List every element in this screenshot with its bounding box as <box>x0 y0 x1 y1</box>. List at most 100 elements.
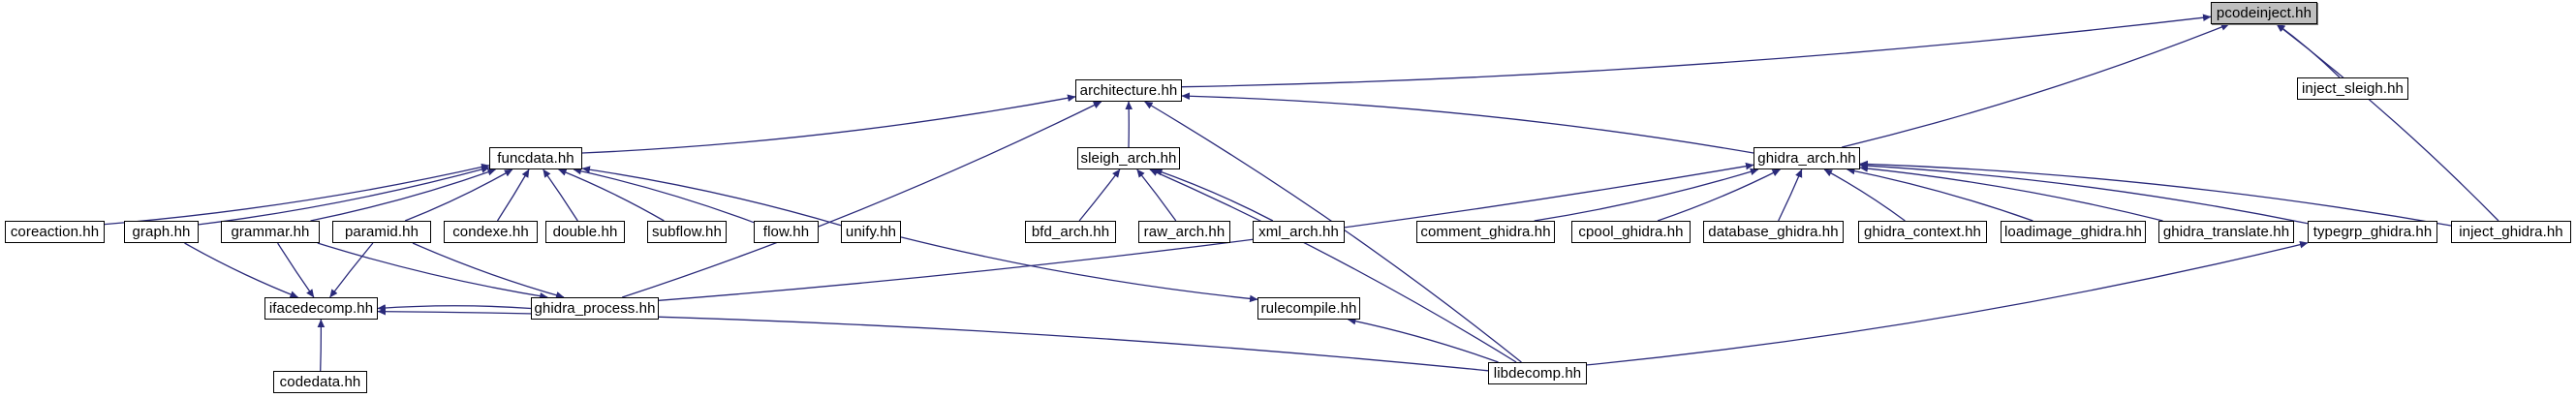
graph-edge-ghidra_arch-to-pcodeinject <box>1842 23 2230 148</box>
graph-node-ghidra_context[interactable]: ghidra_context.hh <box>1858 221 1987 243</box>
graph-node-codedata[interactable]: codedata.hh <box>273 371 367 393</box>
graph-edge-libdecomp-to-rulecompile <box>1348 317 1499 363</box>
graph-node-label: architecture.hh <box>1079 82 1178 99</box>
graph-edge-grammar-to-ghidra_process <box>317 242 548 300</box>
graph-node-loadimage_ghidra[interactable]: loadimage_ghidra.hh <box>2001 221 2146 243</box>
graph-node-unify[interactable]: unify.hh <box>841 221 901 243</box>
graph-node-label: double.hh <box>552 224 618 240</box>
graph-edge-flow-to-funcdata <box>573 168 755 224</box>
graph-edge-architecture-to-pcodeinject <box>1181 14 2212 88</box>
graph-edge-raw_arch-to-sleigh_arch <box>1136 168 1177 222</box>
graph-node-label: condexe.hh <box>452 224 529 240</box>
graph-node-grammar[interactable]: grammar.hh <box>221 221 320 243</box>
graph-node-pcodeinject[interactable]: pcodeinject.hh <box>2211 2 2317 24</box>
graph-node-label: subflow.hh <box>652 224 722 240</box>
graph-edge-coreaction-to-funcdata <box>104 163 490 226</box>
graph-node-label: ifacedecomp.hh <box>268 300 374 317</box>
graph-node-graph[interactable]: graph.hh <box>124 221 199 243</box>
graph-edge-grammar-to-ifacedecomp <box>277 242 315 298</box>
graph-edge-subflow-to-funcdata <box>558 168 665 222</box>
graph-node-double[interactable]: double.hh <box>545 221 625 243</box>
graph-node-label: inject_sleigh.hh <box>2301 80 2404 97</box>
graph-edge-inject_ghidra-to-ghidra_arch <box>1859 160 2452 227</box>
graph-node-coreaction[interactable]: coreaction.hh <box>5 221 105 243</box>
graph-node-funcdata[interactable]: funcdata.hh <box>489 147 582 169</box>
graph-edge-paramid-to-ghidra_process <box>412 242 565 299</box>
graph-node-xml_arch[interactable]: xml_arch.hh <box>1253 221 1345 243</box>
graph-node-label: graph.hh <box>132 224 191 240</box>
graph-edge-double-to-funcdata <box>543 168 578 222</box>
graph-edge-typegrp_ghidra-to-ghidra_arch <box>1859 162 2309 225</box>
graph-edge-unify-to-rulecompile <box>900 236 1258 303</box>
graph-edge-libdecomp-to-ifacedecomp <box>377 307 1489 372</box>
graph-node-libdecomp[interactable]: libdecomp.hh <box>1488 362 1587 384</box>
graph-node-label: comment_ghidra.hh <box>1420 224 1551 240</box>
graph-edge-loadimage_ghidra-to-ghidra_arch <box>1847 167 2033 222</box>
graph-node-paramid[interactable]: paramid.hh <box>332 221 431 243</box>
graph-edge-grammar-to-funcdata <box>310 168 496 222</box>
graph-node-label: paramid.hh <box>344 224 419 240</box>
graph-node-inject_sleigh[interactable]: inject_sleigh.hh <box>2297 77 2408 100</box>
graph-node-label: bfd_arch.hh <box>1031 224 1110 240</box>
graph-node-label: loadimage_ghidra.hh <box>2003 224 2142 240</box>
graph-node-label: ghidra_process.hh <box>534 300 656 317</box>
graph-node-label: xml_arch.hh <box>1258 224 1339 240</box>
graph-edge-graph-to-ifacedecomp <box>184 242 298 298</box>
graph-node-ghidra_process[interactable]: ghidra_process.hh <box>531 297 659 320</box>
graph-node-label: raw_arch.hh <box>1143 224 1226 240</box>
graph-node-label: coreaction.hh <box>10 224 100 240</box>
graph-edge-graph-to-funcdata <box>198 166 490 226</box>
graph-node-label: sleigh_arch.hh <box>1080 150 1177 167</box>
graph-node-bfd_arch[interactable]: bfd_arch.hh <box>1025 221 1116 243</box>
graph-edge-funcdata-to-architecture <box>581 94 1076 154</box>
graph-node-label: ghidra_translate.hh <box>2162 224 2290 240</box>
graph-node-rulecompile[interactable]: rulecompile.hh <box>1257 297 1360 320</box>
graph-node-label: inject_ghidra.hh <box>2459 224 2563 240</box>
graph-node-subflow[interactable]: subflow.hh <box>647 221 727 243</box>
graph-node-sleigh_arch[interactable]: sleigh_arch.hh <box>1077 147 1180 169</box>
graph-edge-paramid-to-funcdata <box>404 168 513 222</box>
graph-node-label: ghidra_context.hh <box>1864 224 1981 240</box>
graph-node-label: funcdata.hh <box>497 150 574 167</box>
graph-node-label: cpool_ghidra.hh <box>1578 224 1684 240</box>
graph-edge-cpool_ghidra-to-ghidra_arch <box>1657 168 1781 222</box>
graph-edge-database_ghidra-to-ghidra_arch <box>1778 168 1803 222</box>
graph-node-condexe[interactable]: condexe.hh <box>444 221 538 243</box>
graph-node-inject_ghidra[interactable]: inject_ghidra.hh <box>2451 221 2571 243</box>
graph-edge-unify-to-funcdata <box>581 166 842 227</box>
graph-node-comment_ghidra[interactable]: comment_ghidra.hh <box>1416 221 1555 243</box>
graph-edge-ghidra_process-to-ifacedecomp <box>377 304 532 312</box>
graph-edge-ghidra_process-to-architecture <box>621 101 1102 298</box>
graph-edge-condexe-to-funcdata <box>496 168 530 222</box>
graph-node-flow[interactable]: flow.hh <box>754 221 819 243</box>
graph-node-label: typegrp_ghidra.hh <box>2312 224 2433 240</box>
graph-node-database_ghidra[interactable]: database_ghidra.hh <box>1703 221 1844 243</box>
graph-node-label: libdecomp.hh <box>1493 365 1582 382</box>
graph-edge-ghidra_process-to-ghidra_arch <box>658 162 1754 301</box>
graph-node-label: pcodeinject.hh <box>2216 5 2312 21</box>
graph-node-label: unify.hh <box>845 224 897 240</box>
graph-node-ghidra_translate[interactable]: ghidra_translate.hh <box>2158 221 2294 243</box>
graph-edge-paramid-to-ifacedecomp <box>329 242 374 298</box>
graph-edge-libdecomp-to-typegrp_ghidra <box>1586 240 2309 366</box>
graph-node-typegrp_ghidra[interactable]: typegrp_ghidra.hh <box>2308 221 2437 243</box>
graph-edge-ghidra_translate-to-ghidra_arch <box>1859 165 2163 222</box>
graph-edge-bfd_arch-to-sleigh_arch <box>1078 168 1121 222</box>
graph-edge-ghidra_arch-to-architecture <box>1181 92 1754 154</box>
graph-node-ifacedecomp[interactable]: ifacedecomp.hh <box>264 297 378 320</box>
graph-edge-xml_arch-to-sleigh_arch <box>1154 168 1274 222</box>
graph-node-raw_arch[interactable]: raw_arch.hh <box>1138 221 1230 243</box>
graph-edge-inject_ghidra-to-pcodeinject <box>2276 23 2499 222</box>
graph-node-architecture[interactable]: architecture.hh <box>1075 79 1182 102</box>
graph-edge-codedata-to-ifacedecomp <box>317 319 326 372</box>
graph-node-label: rulecompile.hh <box>1260 300 1357 317</box>
graph-edge-comment_ghidra-to-ghidra_arch <box>1534 168 1759 222</box>
graph-node-label: codedata.hh <box>279 374 361 390</box>
graph-node-label: database_ghidra.hh <box>1708 224 1839 240</box>
graph-node-ghidra_arch[interactable]: ghidra_arch.hh <box>1754 147 1860 169</box>
graph-node-cpool_ghidra[interactable]: cpool_ghidra.hh <box>1571 221 1691 243</box>
graph-node-label: ghidra_arch.hh <box>1757 150 1856 167</box>
graph-edge-ghidra_context-to-ghidra_arch <box>1823 168 1906 222</box>
